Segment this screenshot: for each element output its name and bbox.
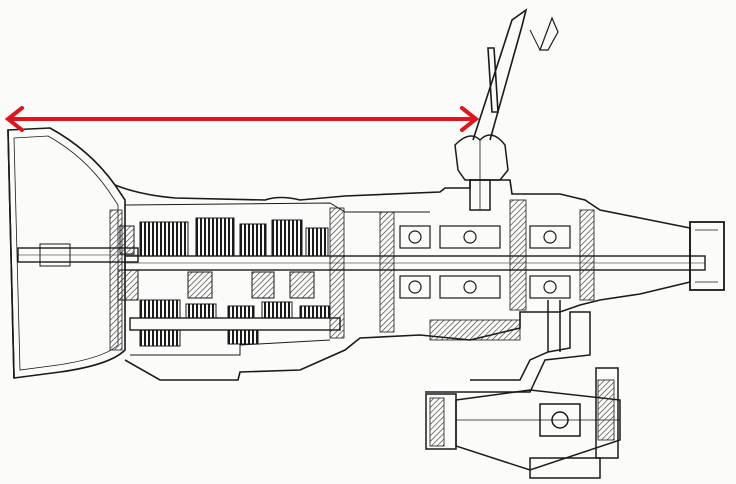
transfer-hatching [429,319,615,447]
output-yoke [689,221,725,291]
transfer-bearings [399,225,571,299]
measurement-arrow [4,106,480,132]
lower-gear-set [139,299,331,347]
case-walls [109,199,595,351]
upper-gear-set [139,217,329,257]
bellhousing [7,127,126,379]
counter-shaft [129,317,341,331]
synchronizers [117,225,315,301]
shift-lever [472,8,559,141]
shift-tower [454,134,509,211]
main-shaft [124,255,706,271]
transfer-case [425,300,621,479]
